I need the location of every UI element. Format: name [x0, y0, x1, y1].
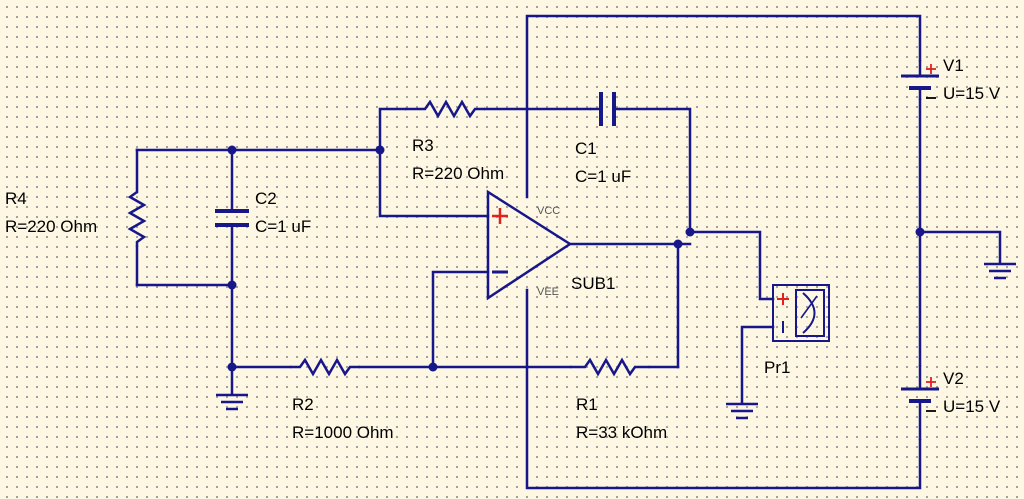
- junctions: [227, 145, 925, 372]
- v2-name: V2: [943, 369, 964, 388]
- junction-dot: [685, 227, 695, 237]
- v1-value: U=15 V: [943, 84, 1001, 103]
- r3-name: R3: [412, 136, 434, 155]
- ground-icon: [984, 262, 1016, 280]
- pr1-name: Pr1: [764, 358, 790, 377]
- r1-name: R1: [576, 395, 598, 414]
- c1-value: C=1 uF: [575, 167, 631, 186]
- c2-value: C=1 uF: [255, 217, 311, 236]
- junction-dot: [428, 362, 438, 372]
- capacitor-c1[interactable]: C1 C=1 uF: [575, 92, 631, 186]
- ground-icon: [726, 402, 758, 420]
- opamp-vcc-label: VCC: [537, 205, 560, 217]
- r2-name: R2: [292, 395, 314, 414]
- opamp-sub1[interactable]: VCC VEE SUB1: [486, 189, 615, 301]
- r2-value: R=1000 Ohm: [292, 423, 394, 442]
- resistor-r4[interactable]: R4 R=220 Ohm: [5, 189, 147, 247]
- junction-dot: [227, 280, 237, 290]
- v1-name: V1: [943, 56, 964, 75]
- r3-value: R=220 Ohm: [412, 164, 504, 183]
- capacitor-c2[interactable]: C2 C=1 uF: [215, 189, 311, 236]
- voltage-source-v1[interactable]: V1 U=15 V: [901, 56, 1001, 103]
- junction-dot: [673, 239, 683, 249]
- junction-dot: [227, 362, 237, 372]
- ground-icon: [216, 370, 248, 411]
- junction-dot: [227, 145, 237, 155]
- resistor-r2[interactable]: R2 R=1000 Ohm: [290, 357, 394, 442]
- r4-value: R=220 Ohm: [5, 217, 97, 236]
- voltmeter-probe-icon[interactable]: Pr1: [764, 284, 830, 377]
- resistor-r3[interactable]: R3 R=220 Ohm: [405, 99, 504, 183]
- r1-value: R=33 kOhm: [576, 423, 667, 442]
- sub1-name: SUB1: [571, 274, 615, 293]
- r4-name: R4: [5, 189, 27, 208]
- opamp-vee-label: VEE: [537, 286, 559, 298]
- resistor-r1[interactable]: R1 R=33 kOhm: [570, 357, 667, 442]
- voltage-source-v2[interactable]: V2 U=15 V: [901, 365, 1001, 440]
- c1-name: C1: [575, 139, 597, 158]
- wires[interactable]: [135, 14, 1002, 490]
- v2-value: U=15 V: [943, 397, 1001, 416]
- c2-name: C2: [255, 189, 277, 208]
- junction-dot: [375, 145, 385, 155]
- junction-dot: [915, 227, 925, 237]
